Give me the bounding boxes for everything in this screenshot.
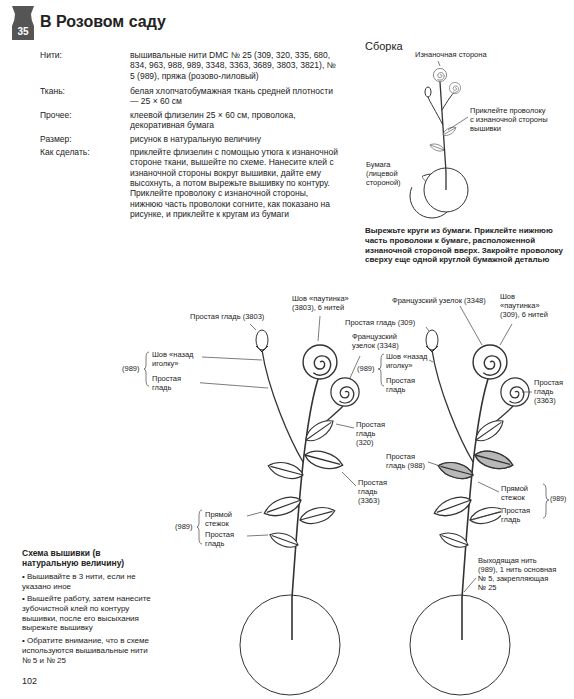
stitch-callout: Простая гладь (988): [386, 452, 426, 470]
stitch-callout: Прямой стежок: [205, 510, 245, 528]
assembly-sketch: [410, 68, 468, 218]
field-name: Ткань:: [40, 86, 125, 96]
field-value: приклейте флизелин с помощью утюга к изн…: [130, 147, 340, 220]
stitch-callout: Простая гладь: [386, 376, 428, 394]
chapter-badge: 35: [12, 6, 34, 40]
field-value: клеевой флизелин 25 × 60 см, проволока, …: [130, 110, 340, 131]
field-name: Прочее:: [40, 110, 125, 120]
thread-number: (989): [122, 364, 144, 373]
stitch-callout: Простая гладь (3363): [534, 378, 570, 405]
highlighted-leaves: [436, 447, 514, 481]
stitch-callout: Шов «назад иголку»: [152, 350, 200, 368]
stitch-callout: Простая гладь (3803): [190, 312, 274, 321]
field-name: Нити:: [40, 50, 125, 60]
stitch-callout: Шов «паутинка» (3803), 6 нитей: [292, 294, 364, 312]
field-value: рисунок в натуральную величину: [130, 134, 340, 144]
chapter-number: 35: [12, 27, 34, 37]
note-bullet: • Вышивайте в 3 нити, если не указано ин…: [22, 572, 152, 592]
stitch-callout: Прямой стежок: [501, 484, 541, 502]
stitch-callout: Простая гладь: [501, 506, 541, 524]
page-title: В Розовом саду: [40, 12, 166, 32]
rose-embroidery-left: [240, 330, 359, 695]
stitch-callout: Простая гладь (320): [356, 420, 390, 447]
callout-text: Изнаночная сторона: [415, 50, 515, 59]
thread-number: (989): [175, 522, 197, 531]
note-bullet: • Обратите внимание, что в схеме использ…: [22, 636, 152, 665]
stitch-callout: Шов «назад иголку»: [386, 352, 428, 370]
thread-number: (989): [550, 495, 570, 504]
note-heading: Схема вышивки (в натуральную величину): [22, 548, 152, 569]
stitch-callout: Французский узелок (3348): [392, 296, 492, 305]
stitch-callout: Простая гладь (3363): [358, 478, 396, 505]
note-bullet: • Вышейте работу, затем нанесите зубочис…: [22, 594, 152, 633]
stitch-callout: Простая гладь (309): [345, 318, 425, 327]
page-number: 102: [22, 676, 62, 687]
field-value: белая хлопчатобумажная ткань средней пло…: [130, 86, 340, 107]
field-value: вышивальные нити DMC № 25 (309, 320, 335…: [130, 50, 340, 81]
stitch-callout: Простая гладь: [152, 374, 200, 392]
callout-text: Бумага (лицевой стороной): [366, 160, 422, 187]
field-name: Размер:: [40, 134, 125, 144]
chapter-badge-shape: [12, 6, 34, 40]
stitch-callout: Выходящая нить (989), 1 нить основная № …: [478, 556, 558, 593]
instruction-text: Вырежьте круги из бумаги. Приклейте нижн…: [365, 226, 565, 265]
callout-text: Приклейте проволоку с изнаночной стороны…: [470, 106, 550, 133]
stitch-callout: Шов «паутинка» (309), 6 нитей: [500, 292, 552, 319]
thread-number: (989): [357, 364, 378, 373]
stitch-callout: Простая гладь: [205, 530, 245, 548]
field-name: Как сделать:: [40, 147, 125, 157]
stitch-callout: Французский узелок (3348): [352, 332, 400, 350]
